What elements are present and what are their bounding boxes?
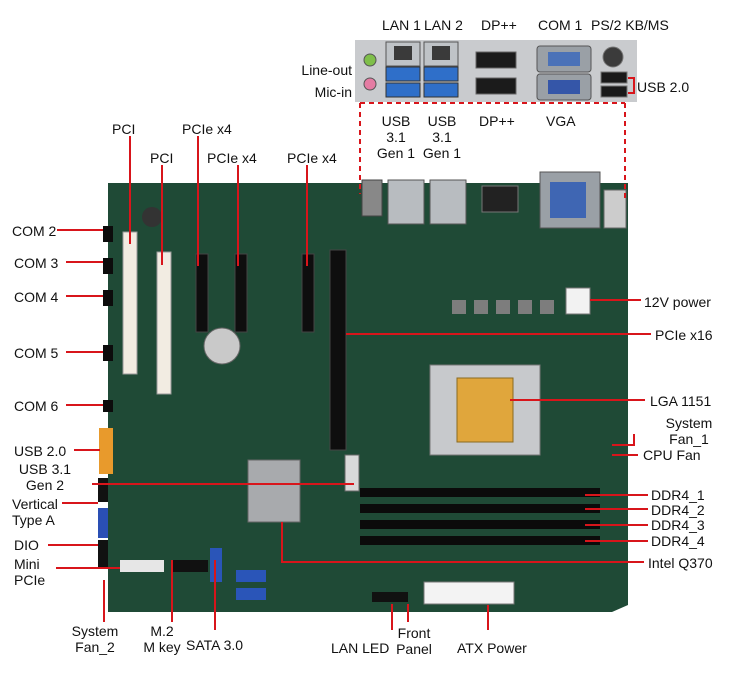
line-out-jack	[363, 53, 377, 67]
ps2-usb-ports	[600, 46, 628, 98]
lan-led-label: LAN LED	[331, 640, 390, 656]
cpu-fan-label: CPU Fan	[643, 447, 701, 463]
sata-label: SATA 3.0	[186, 637, 244, 653]
pci-2-label: PCI	[150, 150, 174, 166]
com3-label: COM 3	[14, 255, 59, 271]
usb31-gen2-label: USB 3.1 Gen 2	[18, 461, 72, 493]
front-panel-label: Front Panel	[396, 625, 432, 657]
pci-1-label: PCI	[112, 121, 136, 137]
ddr4-4-label: DDR4_4	[651, 533, 705, 549]
lan1-usb-stack	[385, 41, 421, 98]
chipset-label: Intel Q370	[648, 555, 713, 571]
lga-label: LGA 1151	[650, 393, 712, 409]
pci-slot-1	[122, 231, 138, 375]
vertical-type-a-label: Vertical Type A	[12, 496, 58, 528]
dp-bottom-label: DP++	[479, 113, 515, 129]
dp-ports	[475, 51, 517, 95]
pcie-x4-2-label: PCIe x4	[207, 150, 257, 166]
motherboard	[98, 171, 628, 612]
usb31-a-label: USB 3.1 Gen 1	[376, 113, 416, 161]
dio-label: DIO	[14, 537, 39, 553]
com1-label: COM 1	[538, 17, 583, 33]
usb-rear-label: USB 2.0	[637, 79, 690, 95]
com2-label: COM 2	[12, 223, 57, 239]
pcie-x4-slot-2	[234, 253, 248, 333]
system-fan2-label: System Fan_2	[71, 623, 119, 655]
com6-label: COM 6	[14, 398, 59, 414]
cmos-battery	[203, 327, 241, 365]
chipset-heatsink	[247, 459, 301, 523]
lan2-label: LAN 2	[424, 17, 463, 33]
ps2-label: PS/2 KB/MS	[591, 17, 669, 33]
system-fan1-label: System Fan_1	[665, 415, 713, 447]
lan2-usb-stack	[423, 41, 459, 98]
pcie-x4-3-label: PCIe x4	[287, 150, 337, 166]
ddr4-2-label: DDR4_2	[651, 502, 705, 518]
vga-label: VGA	[546, 113, 576, 129]
mic-in-label: Mic-in	[314, 84, 352, 100]
ddr4-3-label: DDR4_3	[651, 517, 705, 533]
atx-connector	[423, 581, 515, 605]
pcie-x4-1-label: PCIe x4	[182, 121, 232, 137]
com5-label: COM 5	[14, 345, 59, 361]
usb31-b-label: USB 3.1 Gen 1	[422, 113, 462, 161]
ddr4-slots	[360, 488, 600, 545]
pcie-x16-label: PCIe x16	[655, 327, 713, 343]
pcie-x4-slot-1	[195, 253, 209, 333]
callout-usb-rear	[628, 77, 635, 94]
rear-io-panel	[355, 40, 637, 102]
power-12v-label: 12V power	[644, 294, 711, 310]
callout-lines	[48, 77, 651, 630]
com1-vga-ports	[536, 45, 592, 101]
line-out-label: Line-out	[301, 62, 352, 78]
dp-top-label: DP++	[481, 17, 517, 33]
pci-slot-2	[156, 251, 172, 395]
atx-power-label: ATX Power	[457, 640, 527, 656]
com4-label: COM 4	[14, 289, 59, 305]
mic-in-jack	[363, 77, 377, 91]
lan1-label: LAN 1	[382, 17, 421, 33]
pcie-x16-slot	[329, 249, 347, 451]
usb20-label: USB 2.0	[14, 443, 67, 459]
m2-label: M.2 M key	[143, 623, 181, 655]
mini-pcie-label: Mini PCIe	[14, 556, 46, 588]
ddr4-1-label: DDR4_1	[651, 487, 705, 503]
